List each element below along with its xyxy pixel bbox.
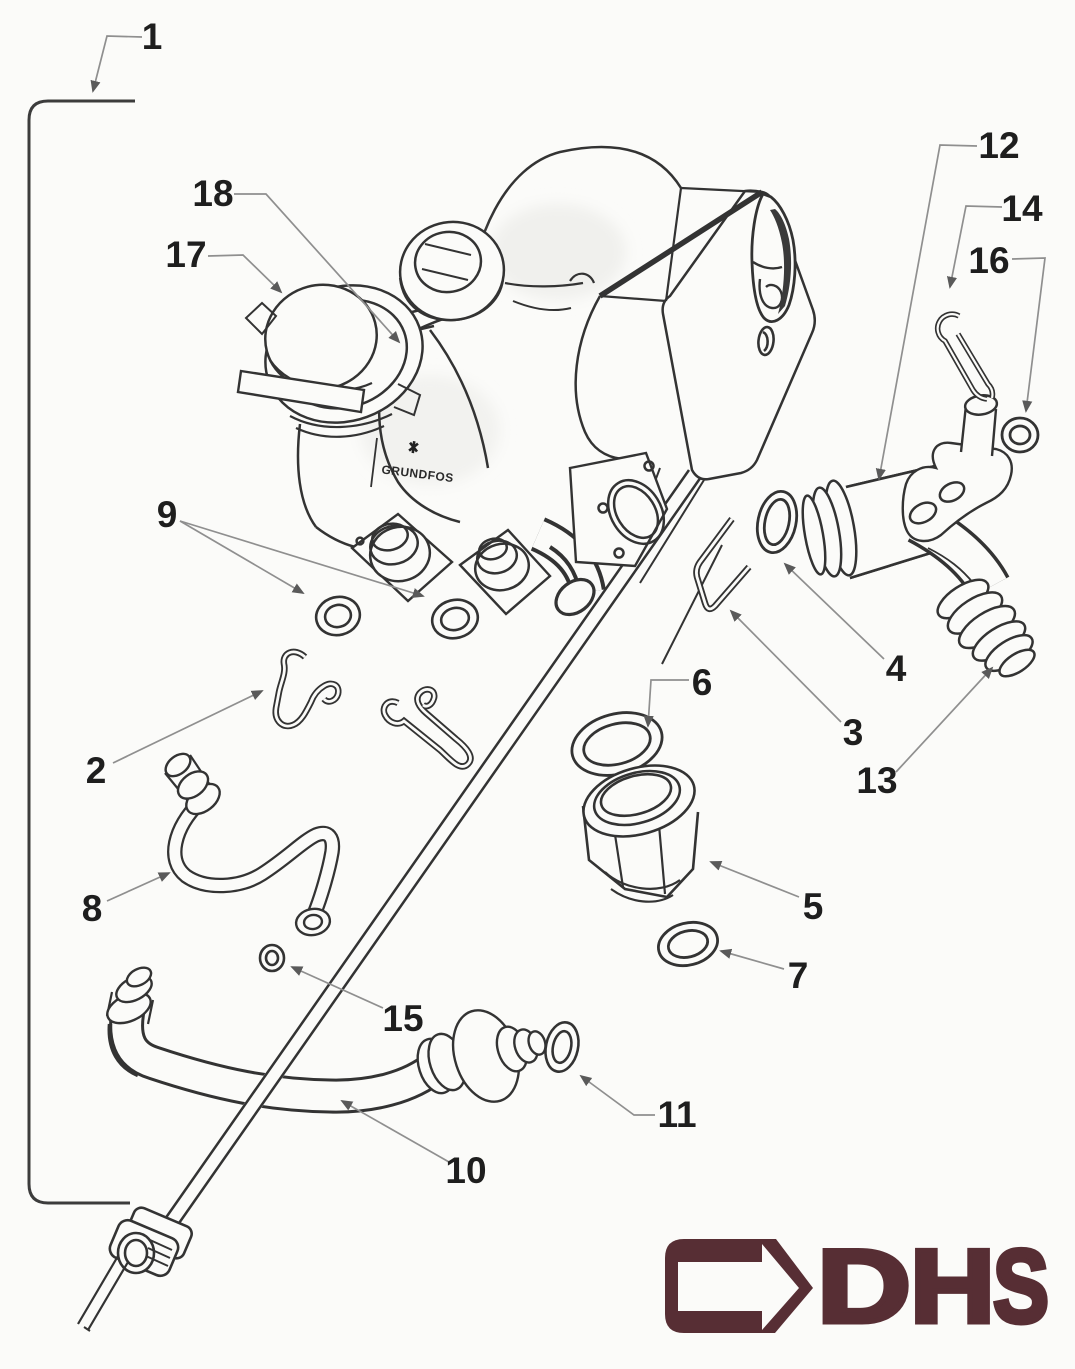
- svg-text:8: 8: [82, 888, 103, 929]
- svg-text:5: 5: [803, 886, 824, 927]
- svg-text:2: 2: [86, 750, 107, 791]
- svg-text:4: 4: [886, 648, 907, 689]
- svg-text:D: D: [817, 1229, 911, 1345]
- svg-text:9: 9: [157, 494, 178, 535]
- svg-text:6: 6: [692, 662, 713, 703]
- svg-text:15: 15: [382, 998, 423, 1039]
- svg-text:12: 12: [978, 125, 1019, 166]
- svg-text:11: 11: [657, 1094, 696, 1135]
- svg-text:S: S: [993, 1229, 1049, 1345]
- svg-text:17: 17: [165, 234, 206, 275]
- svg-text:1: 1: [142, 16, 163, 57]
- svg-text:H: H: [910, 1229, 995, 1345]
- svg-text:13: 13: [856, 760, 897, 801]
- svg-text:7: 7: [788, 955, 809, 996]
- svg-text:3: 3: [843, 712, 864, 753]
- svg-text:14: 14: [1001, 188, 1043, 229]
- svg-text:16: 16: [968, 240, 1009, 281]
- svg-text:10: 10: [445, 1150, 486, 1191]
- svg-text:18: 18: [192, 173, 233, 214]
